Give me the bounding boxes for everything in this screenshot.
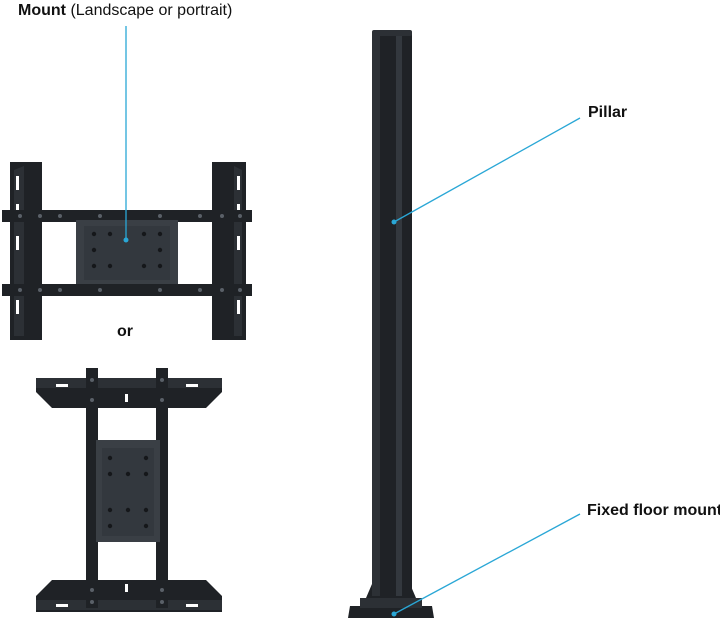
mount-label: Mount (Landscape or portrait) (18, 2, 232, 20)
leader-lines (123, 26, 581, 617)
pillar-leader-dot (391, 219, 397, 225)
pillar (348, 30, 434, 618)
or-label: or (117, 323, 133, 341)
or-text: or (117, 323, 133, 340)
pillar-leader-line (393, 117, 581, 223)
floor-mount-leader-line (393, 513, 581, 615)
mount-label-orientation: (Landscape or portrait) (70, 2, 233, 19)
floor-mount-leader-dot (391, 611, 397, 617)
pillar-label: Pillar (588, 104, 627, 122)
portrait-mount (36, 368, 222, 612)
mount-label-bold: Mount (18, 2, 66, 19)
fixed-floor-mount-label: Fixed floor mount (587, 502, 720, 520)
mount-leader-dot (123, 237, 129, 243)
fixed-floor-mount-text: Fixed floor mount (587, 502, 720, 519)
landscape-mount (2, 162, 252, 340)
pillar-text: Pillar (588, 104, 628, 121)
